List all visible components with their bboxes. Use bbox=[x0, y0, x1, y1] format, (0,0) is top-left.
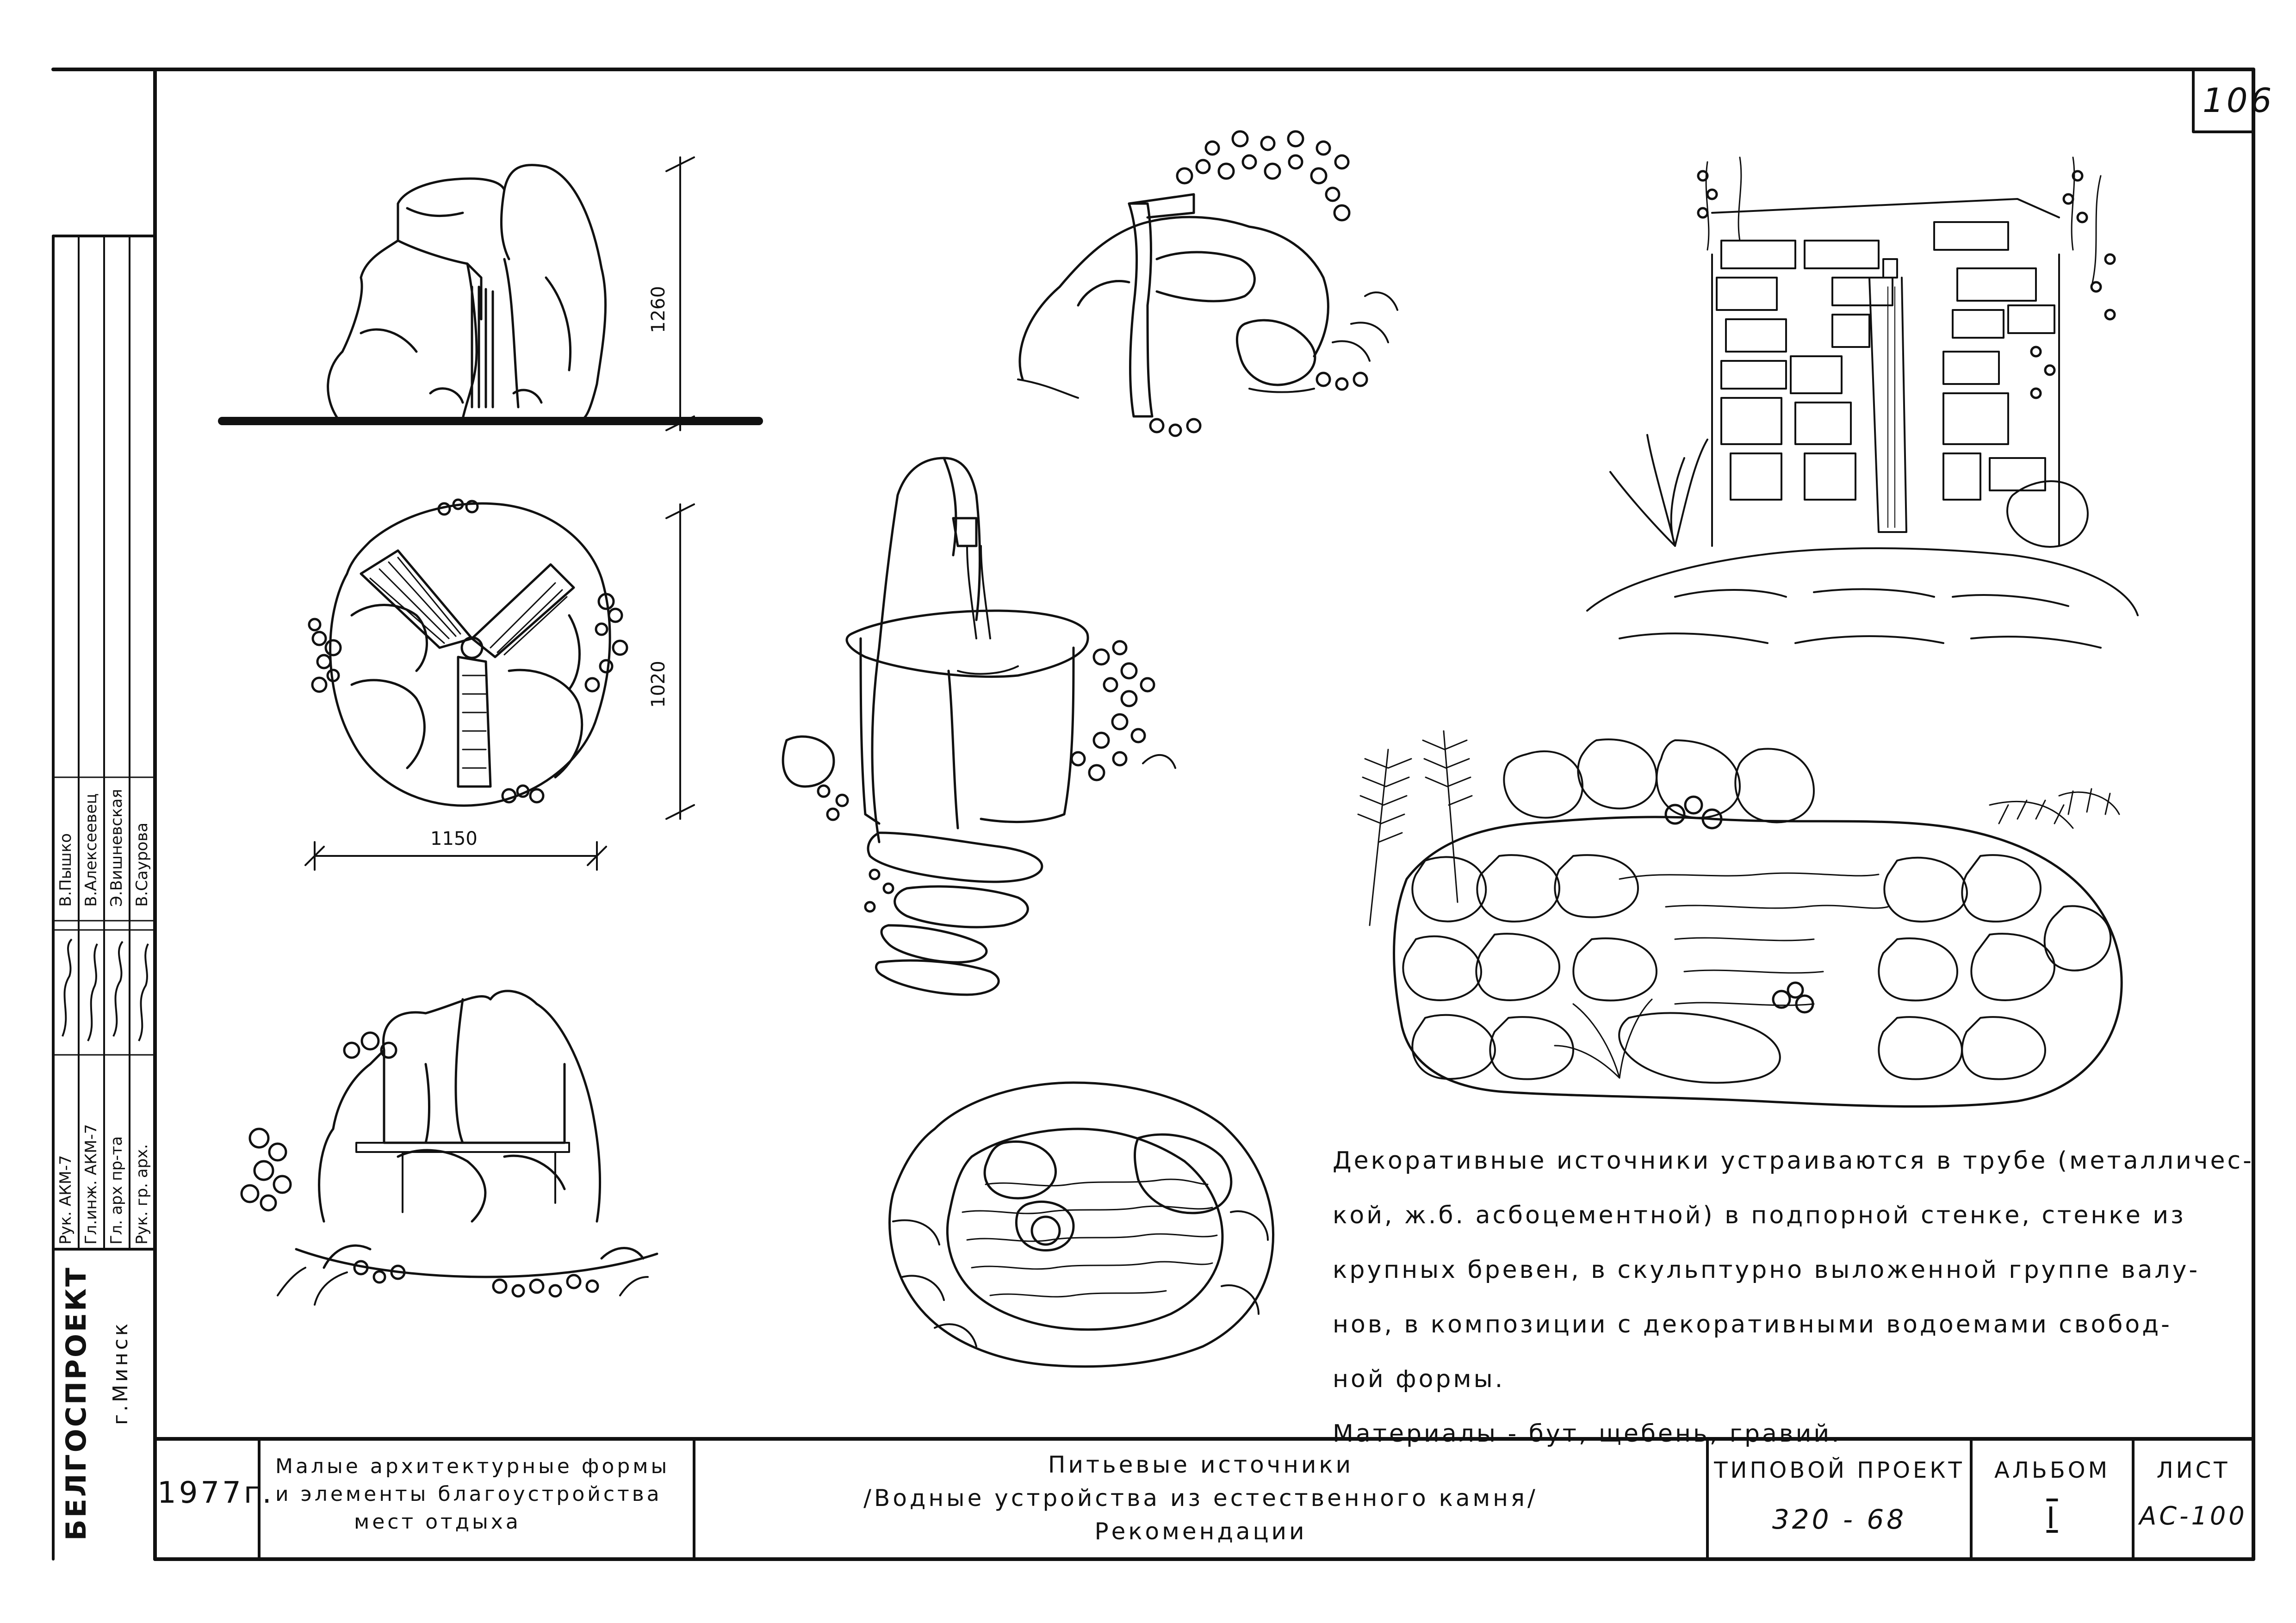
dimension-label-1260: 1260 bbox=[648, 286, 669, 333]
stamp-name-2: В.Алексеевец bbox=[82, 793, 100, 907]
stamp-role-3: Гл. арх пр-та bbox=[107, 1136, 126, 1245]
series-title-line: мест отдыха bbox=[354, 1510, 521, 1534]
year-label: 1977г. bbox=[157, 1476, 274, 1510]
sheet-title-line: Питьевые источники bbox=[1048, 1451, 1354, 1478]
stamp-role-4: Рук. гр. арх. bbox=[133, 1144, 151, 1245]
boulder-fountain-perspective bbox=[240, 990, 658, 1306]
org-name: БЕЛГОСПРОЕКТ bbox=[60, 1266, 93, 1541]
album-label: АЛЬБОМ bbox=[1994, 1457, 2110, 1483]
series-title: Малые архитектурные формы и элементы бла… bbox=[261, 1453, 692, 1536]
stamp-name-1: В.Пышко bbox=[56, 833, 75, 907]
dimension-line-1020 bbox=[665, 503, 695, 820]
dimension-label-1020: 1020 bbox=[648, 661, 669, 708]
notes-line: кой, ж.б. асбоцементной) в подпорной сте… bbox=[1333, 1202, 2186, 1229]
stamp-role-1: Рук. АКМ-7 bbox=[56, 1155, 75, 1245]
boulder-plan-drawing bbox=[308, 498, 628, 807]
sheet-label: ЛИСТ bbox=[2156, 1457, 2230, 1483]
signatures bbox=[62, 938, 149, 1041]
pipe-boulder-fountain bbox=[1017, 130, 1398, 437]
album-number: I bbox=[2046, 1501, 2058, 1536]
retaining-wall-fountain bbox=[1586, 156, 2139, 649]
dimension-label-1150: 1150 bbox=[430, 828, 478, 849]
stamp-name-3: Э.Вишневская bbox=[107, 789, 126, 907]
basin-fountain-drawing bbox=[782, 457, 1176, 996]
org-city: г.Минск bbox=[109, 1320, 132, 1425]
boulder-elevation-drawing bbox=[218, 164, 763, 425]
notes-line: ной формы. bbox=[1333, 1365, 1505, 1393]
stamp-role-2: Гл.инж. АКМ-7 bbox=[82, 1124, 100, 1245]
dimension-line-1260 bbox=[665, 156, 695, 431]
notes-line: Материалы - бут, щебень, гравий. bbox=[1333, 1420, 1842, 1448]
notes-line: крупных бревен, в скульптурно выложенной… bbox=[1333, 1256, 2200, 1284]
project-label: ТИПОВОЙ ПРОЕКТ bbox=[1714, 1457, 1965, 1483]
series-title-line: Малые архитектурные формы bbox=[275, 1455, 670, 1478]
notes-block: Декоративные источники устраиваются в тр… bbox=[1333, 1134, 2254, 1461]
sheet-title-line: Рекомендации bbox=[1094, 1518, 1307, 1545]
notes-line: Декоративные источники устраиваются в тр… bbox=[1333, 1147, 2254, 1175]
sheet-code: АС-100 bbox=[2139, 1501, 2247, 1530]
sheet-number: 106 bbox=[2203, 81, 2275, 120]
project-number: 320 - 68 bbox=[1772, 1504, 1907, 1535]
sheet-title-line: /Водные устройства из естественного камн… bbox=[863, 1485, 1538, 1511]
dimension-line-1150 bbox=[304, 841, 607, 871]
notes-line: нов, в композиции с декоративными водоем… bbox=[1333, 1311, 2172, 1338]
stone-wall-ferns bbox=[1357, 730, 2123, 1108]
sheet-title: Питьевые источники /Водные устройства из… bbox=[696, 1448, 1705, 1548]
round-pool-drawing bbox=[888, 1081, 1274, 1368]
sheet-frame bbox=[51, 68, 2255, 1561]
stamp-name-4: В.Саурова bbox=[133, 822, 151, 907]
series-title-line: и элементы благоустройства bbox=[275, 1482, 662, 1506]
